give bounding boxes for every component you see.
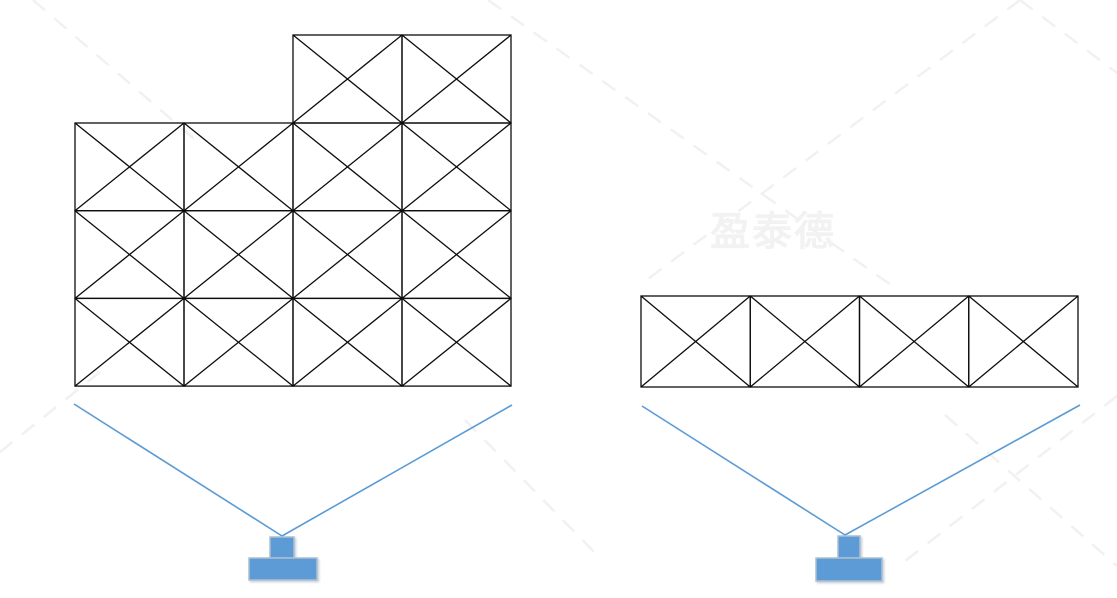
- watermark-dash-line: [899, 395, 1117, 566]
- projector-icon: [248, 536, 318, 581]
- panel-diagonal: [292, 297, 403, 387]
- projector-base: [815, 557, 883, 582]
- right-screen: [640, 295, 1081, 582]
- panel-diagonal: [859, 295, 970, 388]
- watermark-dash-line: [0, 371, 101, 453]
- panel-diagonal: [401, 297, 512, 387]
- led-panel-cell: [401, 297, 512, 387]
- watermark-dashes: [0, 0, 1117, 567]
- projector-icon: [815, 535, 883, 582]
- panel-diagonal: [183, 297, 294, 387]
- panel-diagonal: [968, 295, 1079, 388]
- watermark-dash-line: [639, 0, 1021, 286]
- panel-diagonal: [292, 210, 403, 299]
- panel-diagonal: [74, 122, 185, 212]
- watermark-dash-line: [32, 0, 201, 145]
- projection-beam-right: [844, 404, 1081, 536]
- panel-block: [292, 34, 512, 124]
- panel-diagonal: [74, 210, 185, 299]
- panel-diagonal: [292, 34, 403, 124]
- panel-diagonal: [401, 210, 512, 299]
- panel-block: [640, 295, 1079, 388]
- left-screen: [73, 34, 513, 581]
- led-panel-cell: [968, 295, 1079, 388]
- projection-beam-left: [641, 405, 846, 536]
- panel-diagonal: [401, 122, 512, 212]
- panel-diagonal: [749, 295, 860, 388]
- projector-base: [248, 557, 318, 581]
- panel-diagonal: [292, 122, 403, 212]
- projector-neck: [837, 535, 861, 559]
- panel-diagonal: [401, 34, 512, 124]
- panel-diagonal: [74, 297, 185, 387]
- watermark-dash-line: [1019, 0, 1117, 74]
- projection-beam-right: [281, 404, 513, 537]
- projection-beam-left: [73, 403, 283, 537]
- panel-diagonal: [640, 295, 751, 388]
- watermark-dash-line: [487, 0, 899, 292]
- panel-diagonal: [183, 210, 294, 299]
- watermark-dash-line: [944, 414, 1117, 567]
- projector-neck: [269, 536, 295, 559]
- panel-block: [74, 122, 512, 387]
- watermark-dash-line: [464, 419, 599, 557]
- panel-diagonal: [183, 122, 294, 212]
